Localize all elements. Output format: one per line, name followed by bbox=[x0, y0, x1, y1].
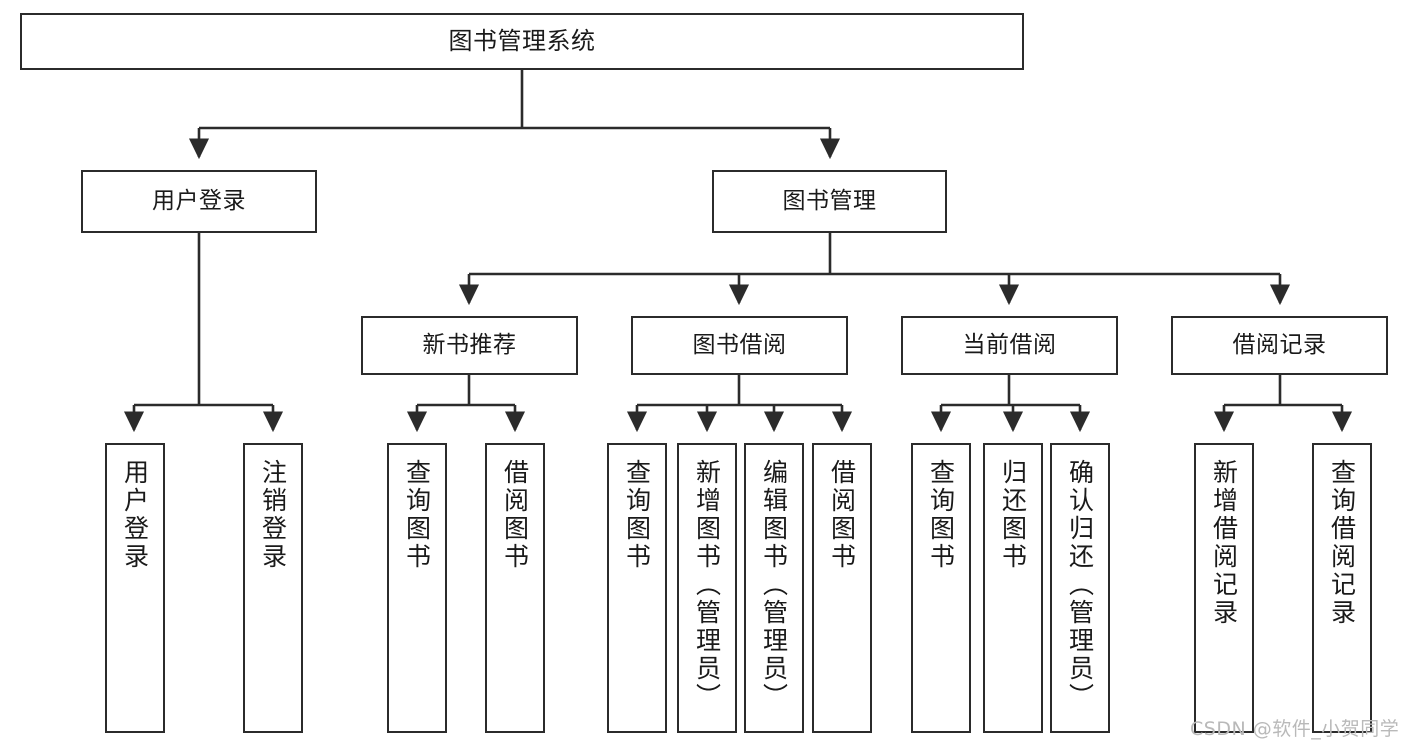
leaf-edit-book-admin-label: 编辑图书（管理员） bbox=[759, 459, 789, 711]
leaf-query-books-borrow[interactable]: 查询图书 bbox=[607, 443, 667, 733]
node-book-borrowing-label: 图书借阅 bbox=[692, 331, 787, 358]
leaf-borrow-books-label: 借阅图书 bbox=[827, 459, 857, 571]
leaf-borrow-books-recommend-label: 借阅图书 bbox=[500, 459, 530, 571]
leaf-confirm-return-admin[interactable]: 确认归还（管理员） bbox=[1050, 443, 1110, 733]
node-root-label: 图书管理系统 bbox=[448, 27, 596, 56]
leaf-logout-label: 注销登录 bbox=[258, 459, 288, 571]
leaf-query-borrow-record[interactable]: 查询借阅记录 bbox=[1312, 443, 1372, 733]
leaf-add-book-admin[interactable]: 新增图书（管理员） bbox=[677, 443, 737, 733]
leaf-add-borrow-record[interactable]: 新增借阅记录 bbox=[1194, 443, 1254, 733]
leaf-confirm-return-admin-label: 确认归还（管理员） bbox=[1065, 459, 1095, 711]
node-current-borrowing-label: 当前借阅 bbox=[962, 331, 1057, 358]
leaf-query-books-recommend-label: 查询图书 bbox=[402, 459, 432, 571]
node-book-management-label: 图书管理 bbox=[782, 187, 877, 214]
leaf-edit-book-admin[interactable]: 编辑图书（管理员） bbox=[744, 443, 804, 733]
leaf-query-books-current-label: 查询图书 bbox=[926, 459, 956, 571]
node-book-borrowing[interactable]: 图书借阅 bbox=[631, 316, 848, 375]
leaf-add-book-admin-label: 新增图书（管理员） bbox=[692, 459, 722, 711]
leaf-query-books-borrow-label: 查询图书 bbox=[622, 459, 652, 571]
node-borrowing-records[interactable]: 借阅记录 bbox=[1171, 316, 1388, 375]
leaf-borrow-books[interactable]: 借阅图书 bbox=[812, 443, 872, 733]
node-borrowing-records-label: 借阅记录 bbox=[1232, 331, 1327, 358]
node-book-management[interactable]: 图书管理 bbox=[712, 170, 947, 233]
watermark-csdn: CSDN @软件_小贺同学 bbox=[1190, 718, 1400, 740]
node-new-book-recommendation-label: 新书推荐 bbox=[422, 331, 517, 358]
leaf-borrow-books-recommend[interactable]: 借阅图书 bbox=[485, 443, 545, 733]
node-user-login-label: 用户登录 bbox=[152, 187, 246, 214]
leaf-query-books-current[interactable]: 查询图书 bbox=[911, 443, 971, 733]
leaf-query-books-recommend[interactable]: 查询图书 bbox=[387, 443, 447, 733]
node-user-login[interactable]: 用户登录 bbox=[81, 170, 317, 233]
node-new-book-recommendation[interactable]: 新书推荐 bbox=[361, 316, 578, 375]
leaf-return-books[interactable]: 归还图书 bbox=[983, 443, 1043, 733]
leaf-query-borrow-record-label: 查询借阅记录 bbox=[1327, 459, 1357, 627]
node-root[interactable]: 图书管理系统 bbox=[20, 13, 1024, 70]
leaf-user-login[interactable]: 用户登录 bbox=[105, 443, 165, 733]
leaf-add-borrow-record-label: 新增借阅记录 bbox=[1209, 459, 1239, 627]
node-current-borrowing[interactable]: 当前借阅 bbox=[901, 316, 1118, 375]
leaf-logout[interactable]: 注销登录 bbox=[243, 443, 303, 733]
leaf-return-books-label: 归还图书 bbox=[998, 459, 1028, 571]
leaf-user-login-label: 用户登录 bbox=[120, 459, 150, 571]
